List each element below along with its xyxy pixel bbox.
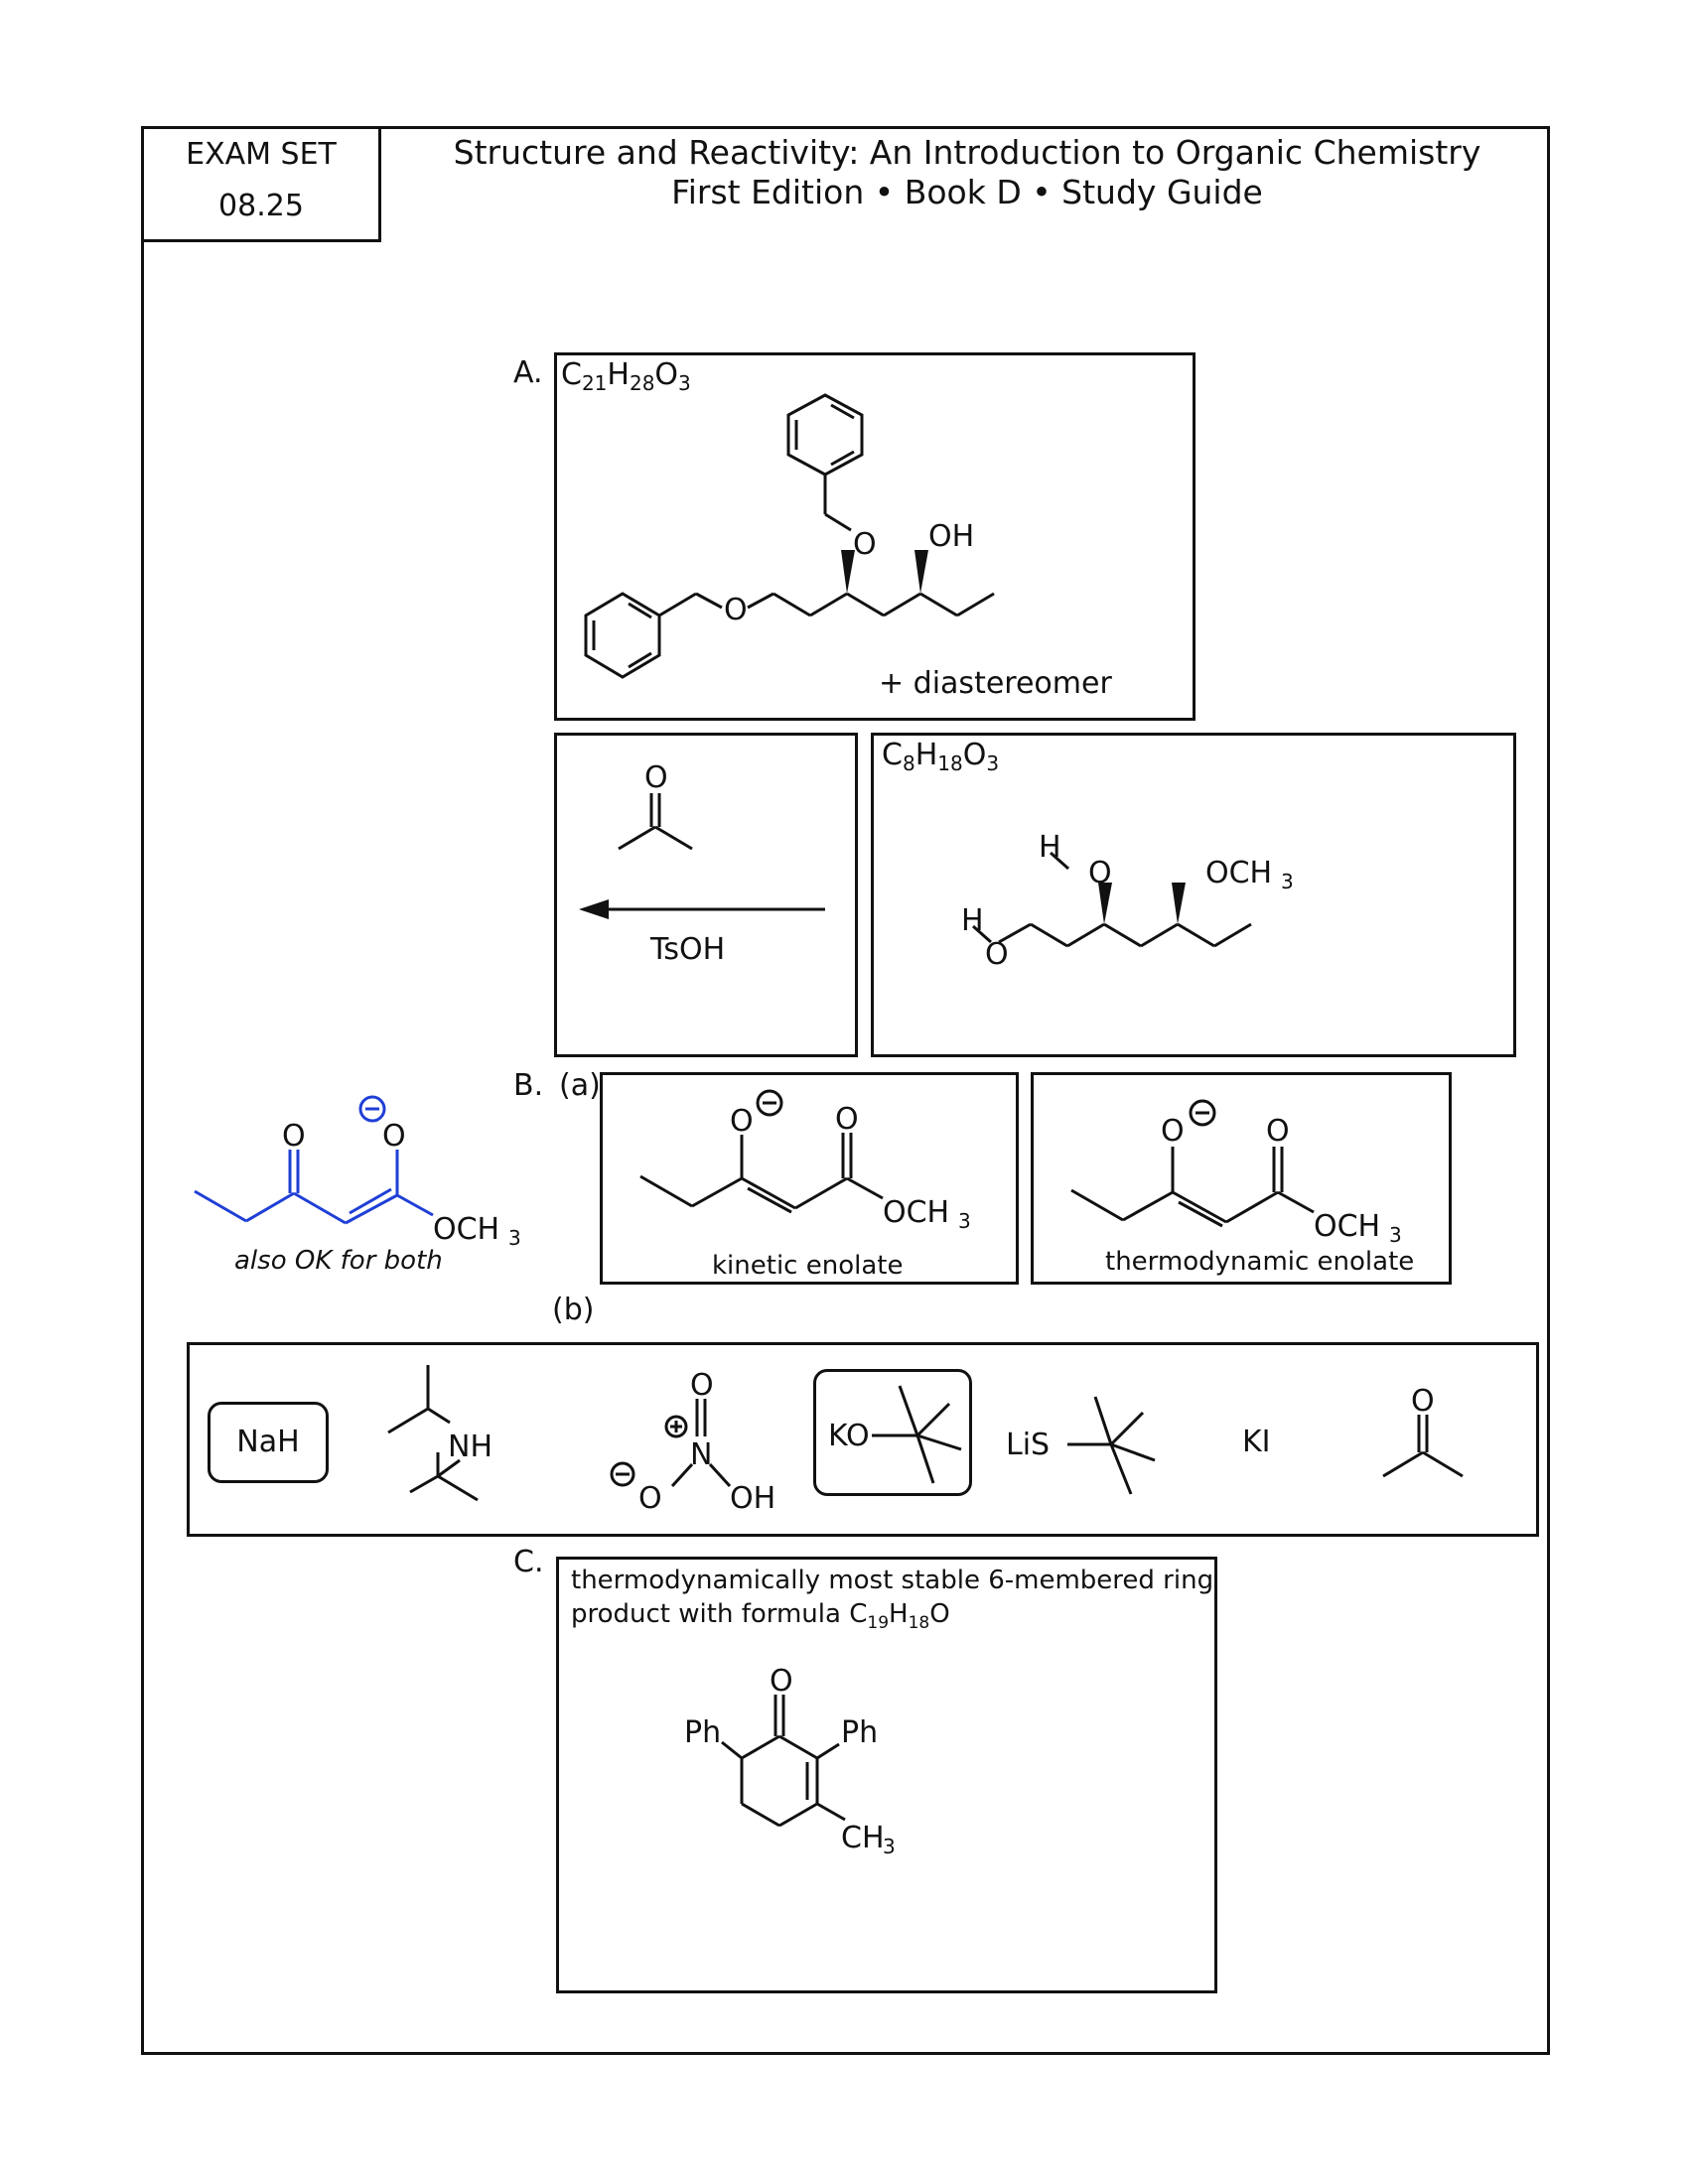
alt-answer-structure: O O OCH 3 also OK for both: [194, 1095, 521, 1276]
nah-answer-box: NaH: [208, 1402, 329, 1483]
sm-formula: C8H18O3: [882, 738, 1000, 775]
sm-structure: H O H O OCH 3: [961, 830, 1294, 972]
exam-set-label: EXAM SET: [186, 137, 337, 172]
reagent-lis: LiS: [1006, 1428, 1050, 1462]
part-b-sub-b: (b): [552, 1293, 595, 1327]
reagent-nitric-oh: OH: [730, 1481, 775, 1516]
part-c-description-1: thermodynamically most stable 6-membered…: [571, 1566, 1214, 1595]
thermo-caption: thermodynamic enolate: [1105, 1247, 1414, 1277]
part-c-ph2: Ph: [841, 1715, 878, 1750]
reagent-nh: NH: [448, 1430, 492, 1464]
part-c-ch3: CH: [841, 1821, 885, 1855]
thermo-och3-sub: 3: [1389, 1223, 1402, 1247]
alt-och3-sub: 3: [508, 1226, 521, 1250]
part-b-label: B.: [513, 1068, 544, 1103]
reagent-acetone-o: O: [644, 760, 668, 795]
sm-och3-sub: 3: [1281, 870, 1294, 893]
sm-o1: O: [985, 937, 1009, 972]
part-c-ph1: Ph: [684, 1715, 721, 1750]
reagent-ko: KO: [828, 1419, 870, 1453]
page-frame: [141, 126, 1550, 2055]
product-formula: C21H28O3: [561, 357, 691, 395]
kinetic-enolate-box: O O OCH 3 kinetic enolate: [600, 1072, 1019, 1285]
product-o-ether1: O: [853, 527, 877, 562]
thermo-och3: OCH: [1314, 1209, 1380, 1244]
reagent-nitric-n: N: [690, 1437, 712, 1472]
reagent-nitric-acid: O N O OH: [610, 1368, 775, 1516]
alt-och3: OCH: [433, 1212, 499, 1247]
alt-note: also OK for both: [234, 1246, 443, 1276]
page-title: Structure and Reactivity: An Introductio…: [453, 133, 1481, 172]
sm-h2: H: [1039, 830, 1061, 865]
part-a-label: A.: [513, 355, 543, 390]
thermo-o1: O: [1161, 1114, 1185, 1149]
part-a-reagent-box: O TsOH: [554, 733, 858, 1057]
reagent-acetone: O: [1382, 1384, 1464, 1478]
part-c-label: C.: [513, 1545, 544, 1579]
reagent-acid: TsOH: [649, 932, 725, 967]
reagent-listbu: LiS: [1006, 1396, 1156, 1495]
reagent-acetone-o: O: [1411, 1384, 1435, 1419]
part-c-o: O: [770, 1664, 793, 1699]
kinetic-structure: O O OCH 3 kinetic enolate: [639, 1089, 971, 1281]
kotbu-answer-box: KO: [813, 1369, 972, 1496]
alt-o2: O: [382, 1119, 406, 1154]
reagent-ki: KI: [1242, 1425, 1271, 1459]
part-a-starting-material-box: C8H18O3 H O H O OCH 3: [871, 733, 1516, 1057]
part-c-ch3-sub: 3: [883, 1835, 896, 1858]
kinetic-o2: O: [835, 1102, 859, 1137]
reagent-nitric-o-left: O: [638, 1481, 662, 1516]
part-b-sub-a: (a): [559, 1068, 601, 1103]
reagent-diisopropylamine: NH: [387, 1365, 492, 1502]
kinetic-caption: kinetic enolate: [712, 1251, 903, 1281]
product-structure: O O OH + diastereomer: [584, 393, 1112, 701]
reagent-nah: NaH: [236, 1425, 300, 1459]
part-c-box: thermodynamically most stable 6-membered…: [556, 1557, 1217, 1993]
exam-set-box: EXAM SET 08.25: [141, 126, 381, 242]
kinetic-och3-sub: 3: [958, 1209, 971, 1233]
part-c-description-2: product with formula C19H18O: [571, 1599, 950, 1634]
part-c-structure: O Ph Ph CH 3: [684, 1664, 896, 1858]
sm-h1: H: [961, 903, 984, 938]
reagent-kotbu: KO: [828, 1385, 962, 1484]
part-a-product-box: C21H28O3 O O OH + diastereomer: [554, 352, 1196, 721]
product-note: + diastereomer: [879, 666, 1112, 701]
kinetic-och3: OCH: [883, 1195, 949, 1230]
thermo-o2: O: [1266, 1114, 1290, 1149]
sm-och3: OCH: [1205, 856, 1272, 890]
thermodynamic-enolate-box: O O OCH 3 thermodynamic enolate: [1031, 1072, 1452, 1285]
alt-o1: O: [282, 1119, 306, 1154]
exam-set-number: 08.25: [218, 189, 304, 223]
product-o-ether2: O: [724, 593, 748, 627]
kinetic-o1: O: [730, 1104, 754, 1139]
reagent-nitric-o-top: O: [690, 1368, 714, 1403]
reagents-box: NaH NH O N O OH KO: [187, 1342, 1539, 1537]
page-subtitle: First Edition • Book D • Study Guide: [671, 173, 1263, 211]
reagent-structure: O TsOH: [579, 760, 825, 967]
sm-o2: O: [1088, 856, 1112, 890]
product-oh: OH: [928, 519, 974, 554]
thermodynamic-structure: O O OCH 3 thermodynamic enolate: [1070, 1099, 1414, 1277]
